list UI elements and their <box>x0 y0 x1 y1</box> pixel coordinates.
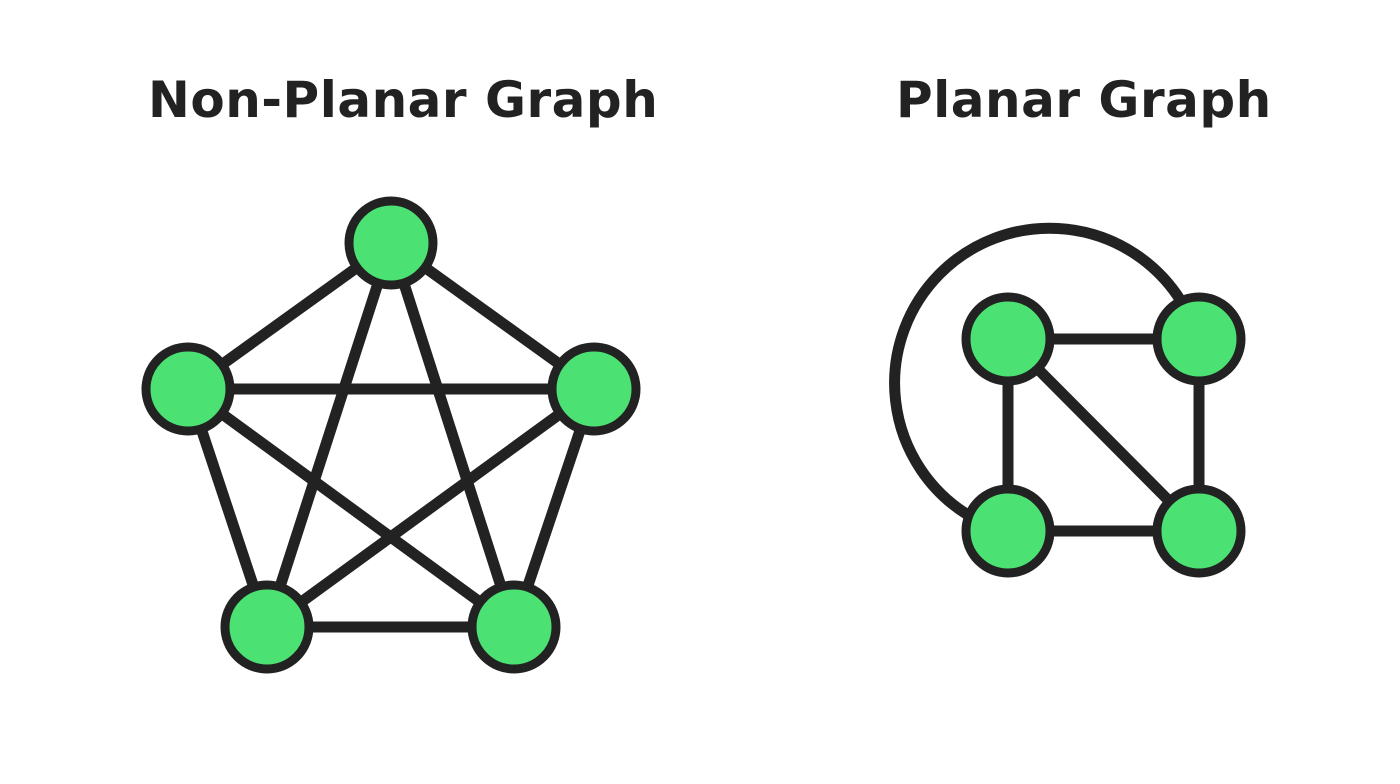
planar-node-0 <box>961 292 1055 386</box>
planar-node-3 <box>1152 484 1246 578</box>
non-planar-node-3 <box>220 580 314 674</box>
non-planar-edge-2-3 <box>261 383 600 633</box>
non-planar-node-0 <box>344 196 438 290</box>
planar-node-1 <box>1152 292 1246 386</box>
non-planar-edge-0-3 <box>261 237 397 633</box>
non-planar-edge-0-4 <box>385 237 520 633</box>
non-planar-node-4 <box>467 580 561 674</box>
planar-node-2 <box>961 484 1055 578</box>
non-planar-graph <box>141 196 641 674</box>
non-planar-node-2 <box>547 342 641 436</box>
planar-edge-1-2-arc <box>889 222 1187 521</box>
non-planar-graph-title: Non-Planar Graph <box>148 71 659 129</box>
planar-graph-title: Planar Graph <box>896 71 1272 129</box>
planar-graph <box>889 222 1246 578</box>
non-planar-node-1 <box>141 342 235 436</box>
non-planar-edge-1-4 <box>182 383 520 633</box>
